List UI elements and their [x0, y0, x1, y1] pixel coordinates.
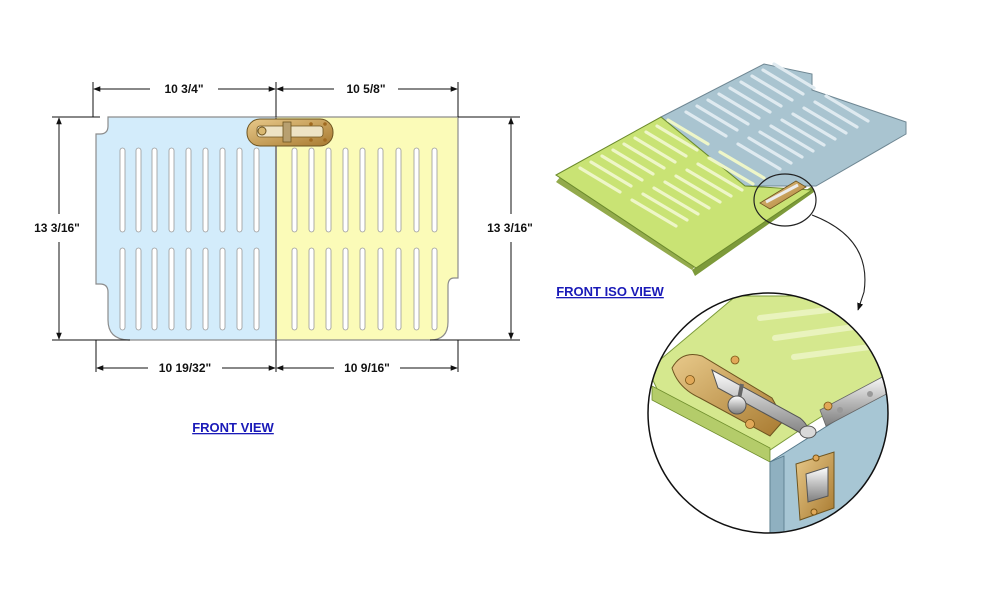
dim-right-height: 13 3/16"	[487, 221, 533, 235]
iso-slot	[663, 180, 711, 210]
front-latch	[246, 118, 334, 147]
slot	[236, 247, 243, 331]
iso-slot	[684, 110, 728, 138]
iso-slot	[791, 112, 837, 141]
slot	[151, 247, 158, 331]
iso-slot	[630, 198, 678, 228]
iso-slot	[674, 174, 722, 204]
iso-slot	[633, 136, 677, 164]
iso-slot	[696, 162, 744, 192]
iso-slot	[728, 86, 772, 114]
detail-view-group	[647, 292, 889, 534]
detail-view-frame	[647, 292, 889, 534]
iso-slot	[747, 136, 793, 165]
slot	[308, 247, 315, 331]
iso-slot	[717, 92, 761, 120]
slot	[342, 247, 349, 331]
iso-slot	[772, 62, 816, 90]
iso-slots	[578, 62, 870, 228]
iso-slot	[736, 142, 782, 171]
iso-slot	[780, 118, 826, 147]
slot	[168, 247, 175, 331]
front-right-panel	[275, 116, 459, 341]
iso-slot	[578, 166, 622, 194]
front-view-title: FRONT VIEW	[192, 420, 274, 435]
iso-slot	[666, 118, 710, 146]
iso-slot	[761, 68, 805, 96]
bolt-knob	[727, 395, 747, 415]
slot	[119, 147, 126, 233]
slot	[185, 247, 192, 331]
front-view-group: 10 3/4" 10 5/8" 10 19/32" 10 9/16" 13 3/…	[34, 82, 533, 435]
slot	[359, 247, 366, 331]
slot	[325, 247, 332, 331]
iso-slot	[718, 150, 766, 180]
slot	[119, 247, 126, 331]
detail-hinge	[819, 373, 888, 427]
iso-slot	[769, 124, 815, 153]
iso-slot	[739, 80, 783, 108]
slot	[325, 147, 332, 233]
slot	[253, 147, 260, 233]
slot	[359, 147, 366, 233]
iso-slot	[813, 100, 859, 129]
iso-latch	[759, 180, 807, 210]
dim-top-left: 10 3/4"	[164, 82, 203, 96]
slot	[236, 147, 243, 233]
iso-slot	[707, 156, 755, 186]
slot	[151, 147, 158, 233]
slot	[377, 147, 384, 233]
slot	[135, 247, 142, 331]
front-slots	[119, 147, 438, 331]
iso-slot	[600, 154, 644, 182]
iso-slot	[589, 160, 633, 188]
dimension-lines	[52, 82, 520, 372]
iso-slot	[655, 124, 699, 152]
iso-slot	[622, 142, 666, 170]
iso-slot	[758, 130, 804, 159]
slot	[219, 147, 226, 233]
dim-left-height: 13 3/16"	[34, 221, 80, 235]
iso-slot	[641, 192, 689, 222]
slot	[377, 247, 384, 331]
iso-slot	[695, 104, 739, 132]
detail-callout-circle	[753, 173, 817, 227]
slot	[395, 247, 402, 331]
slot	[168, 147, 175, 233]
iso-slot	[750, 74, 794, 102]
slot	[413, 147, 420, 233]
iso-view-group: FRONT ISO VIEW	[555, 62, 907, 311]
slot	[291, 147, 298, 233]
slot	[431, 247, 438, 331]
slot	[308, 147, 315, 233]
dim-bottom-left: 10 19/32"	[159, 361, 211, 375]
dim-top-right: 10 5/8"	[346, 82, 385, 96]
slot	[431, 147, 438, 233]
slot	[185, 147, 192, 233]
iso-slot	[802, 106, 848, 135]
slot	[253, 247, 260, 331]
slot	[413, 247, 420, 331]
slot	[202, 247, 209, 331]
slot	[219, 247, 226, 331]
iso-slot	[824, 94, 870, 123]
iso-view-title: FRONT ISO VIEW	[556, 284, 664, 299]
slot	[202, 147, 209, 233]
iso-slot	[644, 130, 688, 158]
dim-bottom-right: 10 9/16"	[344, 361, 390, 375]
slot	[291, 247, 298, 331]
iso-slot	[685, 168, 733, 198]
slot	[395, 147, 402, 233]
iso-slot	[652, 186, 700, 216]
slot	[135, 147, 142, 233]
detail-leader	[811, 214, 866, 311]
detail-keeper	[795, 451, 835, 521]
iso-slot	[706, 98, 750, 126]
iso-slot	[611, 148, 655, 176]
slot	[342, 147, 349, 233]
detail-latch	[671, 354, 833, 439]
